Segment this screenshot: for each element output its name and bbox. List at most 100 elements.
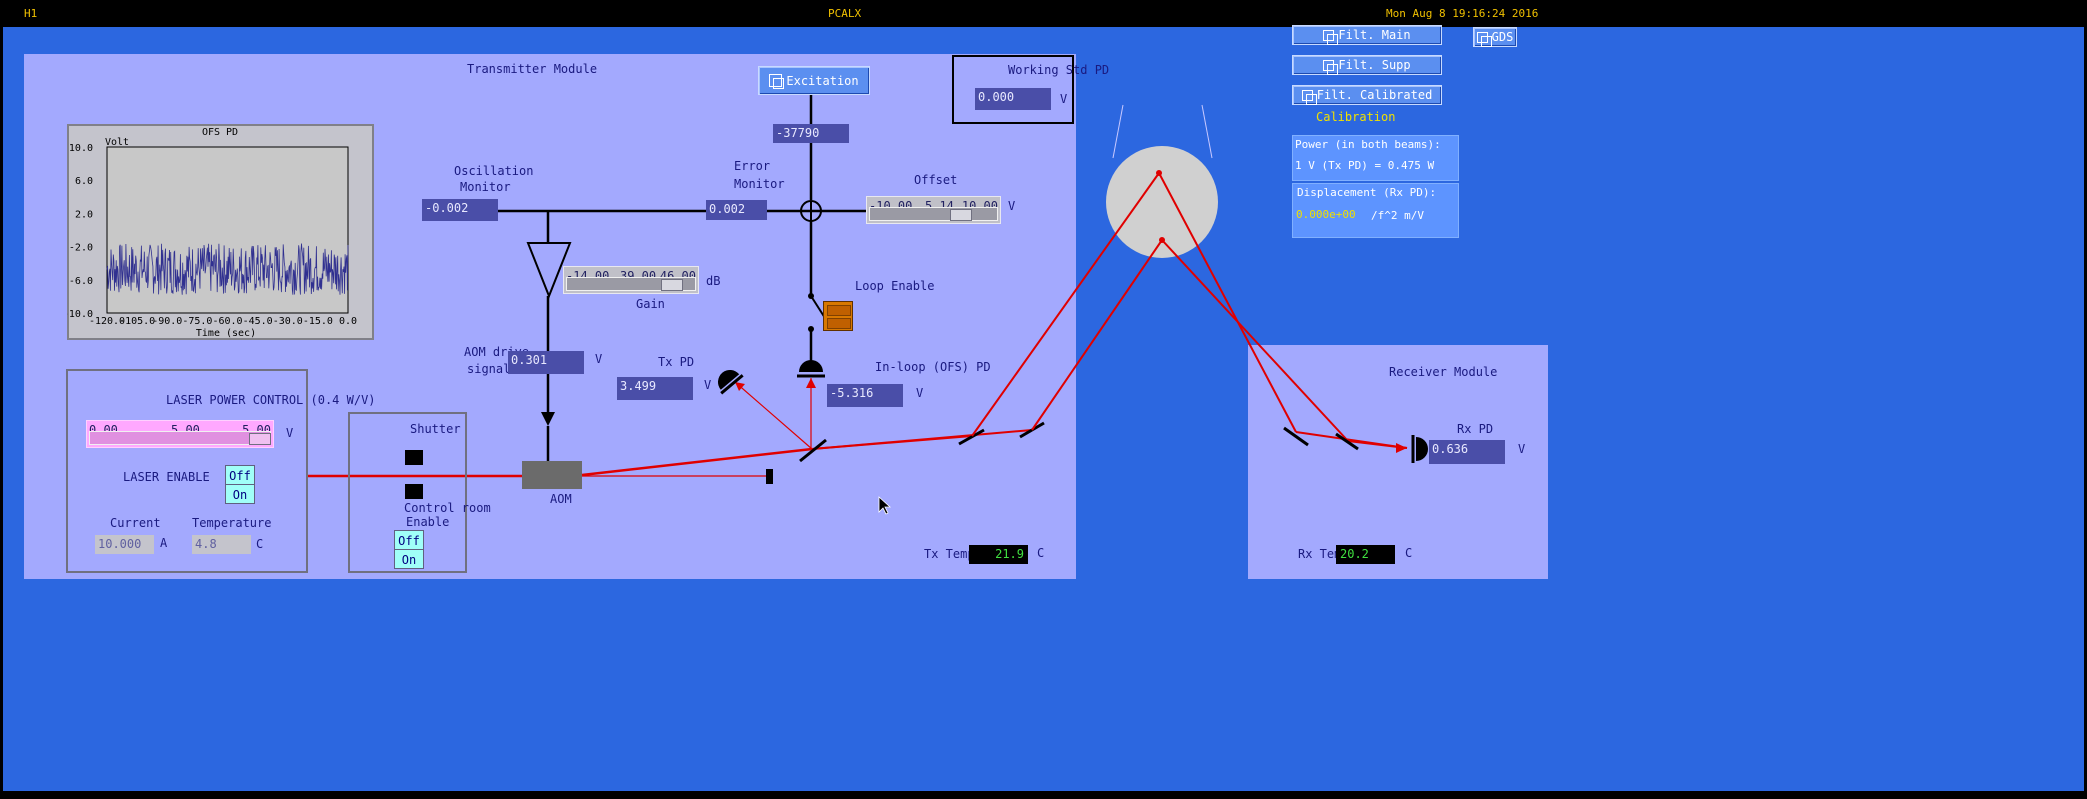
tx-temp-unit: C xyxy=(1037,546,1045,560)
excitation-button[interactable]: Excitation xyxy=(758,66,870,95)
tx-pd-label: Tx PD xyxy=(658,355,695,369)
laser-enable-on-button[interactable]: On xyxy=(225,484,255,504)
offset-slider[interactable]: -10.00 5.14 10.00 xyxy=(866,196,1001,224)
periscope-mirror-1 xyxy=(958,428,985,446)
shutter-control-label-1: Control room xyxy=(404,501,491,515)
inloop-pd-value: -5.316 xyxy=(827,384,903,407)
laser-power-thumb[interactable] xyxy=(249,433,271,445)
aom-drive-unit: V xyxy=(595,352,603,366)
shutter-off-button[interactable]: Off xyxy=(394,530,424,550)
chart-series-line xyxy=(106,243,349,295)
rx-mirror-2 xyxy=(1335,432,1359,451)
excitation-value-field: -37790 xyxy=(773,124,849,143)
laser-power-slider[interactable]: 0.00 5.00 5.00 xyxy=(86,420,274,448)
rx-pd-value: 0.636 xyxy=(1429,440,1505,464)
offset-label: Offset xyxy=(914,173,958,187)
chart-title: OFS PD xyxy=(202,127,238,138)
shutter-indicator-2 xyxy=(405,484,423,499)
chart-ytick-label: 6.0 xyxy=(75,176,93,187)
shutter-indicator-1 xyxy=(405,450,423,465)
ofs-pd-chart: OFS PD Volt Time (sec) -120.0-105.0-90.0… xyxy=(67,127,357,339)
gain-thumb[interactable] xyxy=(661,279,684,291)
laser-temp-value: 4.8 xyxy=(192,535,251,554)
working-std-pd-box: Working Std PD 0.000 V xyxy=(952,55,1109,124)
error-monitor-label-1: Error xyxy=(734,159,771,173)
screen-title: PCALX xyxy=(828,7,862,20)
filt-main-button[interactable]: Filt. Main xyxy=(1292,25,1442,45)
working-std-pd-value: 0.000 xyxy=(975,88,1051,110)
aom-arrow-icon xyxy=(541,412,555,426)
gain-slider[interactable]: -14.00 39.00 46.00 xyxy=(563,266,699,294)
oscillation-monitor-label-1: Oscillation xyxy=(454,164,534,178)
chart-ytick-label: 2.0 xyxy=(75,209,93,220)
oscillation-monitor-label-2: Monitor xyxy=(460,180,511,194)
rx-pd-detector-icon xyxy=(1411,435,1428,463)
chart-ytick-label: -6.0 xyxy=(69,276,93,287)
chart-xtick-label: -15.0 xyxy=(303,316,333,327)
rx-temp-label: Rx Temp xyxy=(1298,547,1349,561)
loop-enable-button[interactable] xyxy=(823,301,853,331)
shutter-panel xyxy=(348,412,467,573)
displacement-unit: /f^2 m/V xyxy=(1371,209,1424,222)
aom-label: AOM xyxy=(550,492,572,506)
mouse-cursor-icon xyxy=(878,496,892,515)
shutter-control-label-2: Enable xyxy=(406,515,450,529)
filt-calibrated-button[interactable]: Filt. Calibrated xyxy=(1292,85,1442,105)
gain-unit: dB xyxy=(706,274,721,288)
tx-pd-detector-icon xyxy=(718,370,744,395)
laser-enable-off-button[interactable]: Off xyxy=(225,465,255,485)
site-label: H1 xyxy=(24,7,38,20)
working-std-pd-label: Working Std PD xyxy=(1008,63,1110,77)
transmitter-module-title: Transmitter Module xyxy=(467,62,598,76)
tx-temp-value: 21.9 xyxy=(969,545,1028,564)
offset-thumb[interactable] xyxy=(949,209,972,221)
calibration-label: Calibration xyxy=(1316,110,1396,124)
receiver-module-title: Receiver Module xyxy=(1389,365,1498,379)
loop-switch-icon xyxy=(810,295,826,319)
error-monitor-value: 0.002 xyxy=(706,200,767,220)
shutter-title: Shutter xyxy=(410,422,461,436)
datetime-label: Mon Aug 8 19:16:24 2016 xyxy=(1386,7,1539,20)
oscillation-monitor-value: -0.002 xyxy=(422,199,498,221)
chart-xtick-label: -60.0 xyxy=(212,316,242,327)
laser-current-unit: A xyxy=(160,536,168,550)
inloop-pd-label: In-loop (OFS) PD xyxy=(875,360,991,374)
laser-power-control-panel xyxy=(66,369,308,573)
displacement-title: Displacement (Rx PD): xyxy=(1297,186,1437,199)
laser-enable-label: LASER ENABLE xyxy=(123,470,210,484)
chart-ytick-label: 10.0 xyxy=(69,143,93,154)
laser-power-unit: V xyxy=(286,426,294,440)
inloop-pd-unit: V xyxy=(916,386,924,400)
displacement-info-box: Displacement (Rx PD): 0.000e+00 /f^2 m/V xyxy=(1292,183,1459,238)
tx-pd-value: 3.499 xyxy=(617,377,693,400)
gds-button[interactable]: GDS xyxy=(1473,27,1517,47)
chart-ylabel: Volt xyxy=(105,137,129,148)
laser-temp-unit: C xyxy=(256,537,264,551)
chart-ytick-label: -2.0 xyxy=(69,243,93,254)
chart-xtick-label: -30.0 xyxy=(273,316,303,327)
window-icon xyxy=(769,74,785,89)
chart-xtick-label: -105.0 xyxy=(119,316,155,327)
displacement-value: 0.000e+00 xyxy=(1296,208,1356,221)
window-icon xyxy=(1323,59,1339,75)
aom-block xyxy=(522,461,582,489)
rx-temp-unit: C xyxy=(1405,546,1413,560)
aom-drive-label-2: signal xyxy=(467,362,511,376)
rx-mirror-1 xyxy=(1283,426,1309,447)
laser-current-label: Current xyxy=(110,516,161,530)
aom-drive-value: 0.301 xyxy=(508,351,584,374)
tx-temp-label: Tx Temp xyxy=(924,547,975,561)
window-icon xyxy=(1476,31,1492,47)
inloop-pd-detector-icon xyxy=(799,360,823,372)
chart-xtick-label: -75.0 xyxy=(182,316,212,327)
beam-splitter-icon xyxy=(799,438,827,463)
chart-plot-area xyxy=(106,146,349,314)
filt-supp-button[interactable]: Filt. Supp xyxy=(1292,55,1442,75)
chart-xtick-label: -45.0 xyxy=(243,316,273,327)
chart-xtick-label: -90.0 xyxy=(152,316,182,327)
rx-pd-unit: V xyxy=(1518,442,1526,456)
shutter-on-button[interactable]: On xyxy=(394,549,424,569)
laser-power-track xyxy=(89,431,271,445)
offset-unit: V xyxy=(1008,199,1016,213)
